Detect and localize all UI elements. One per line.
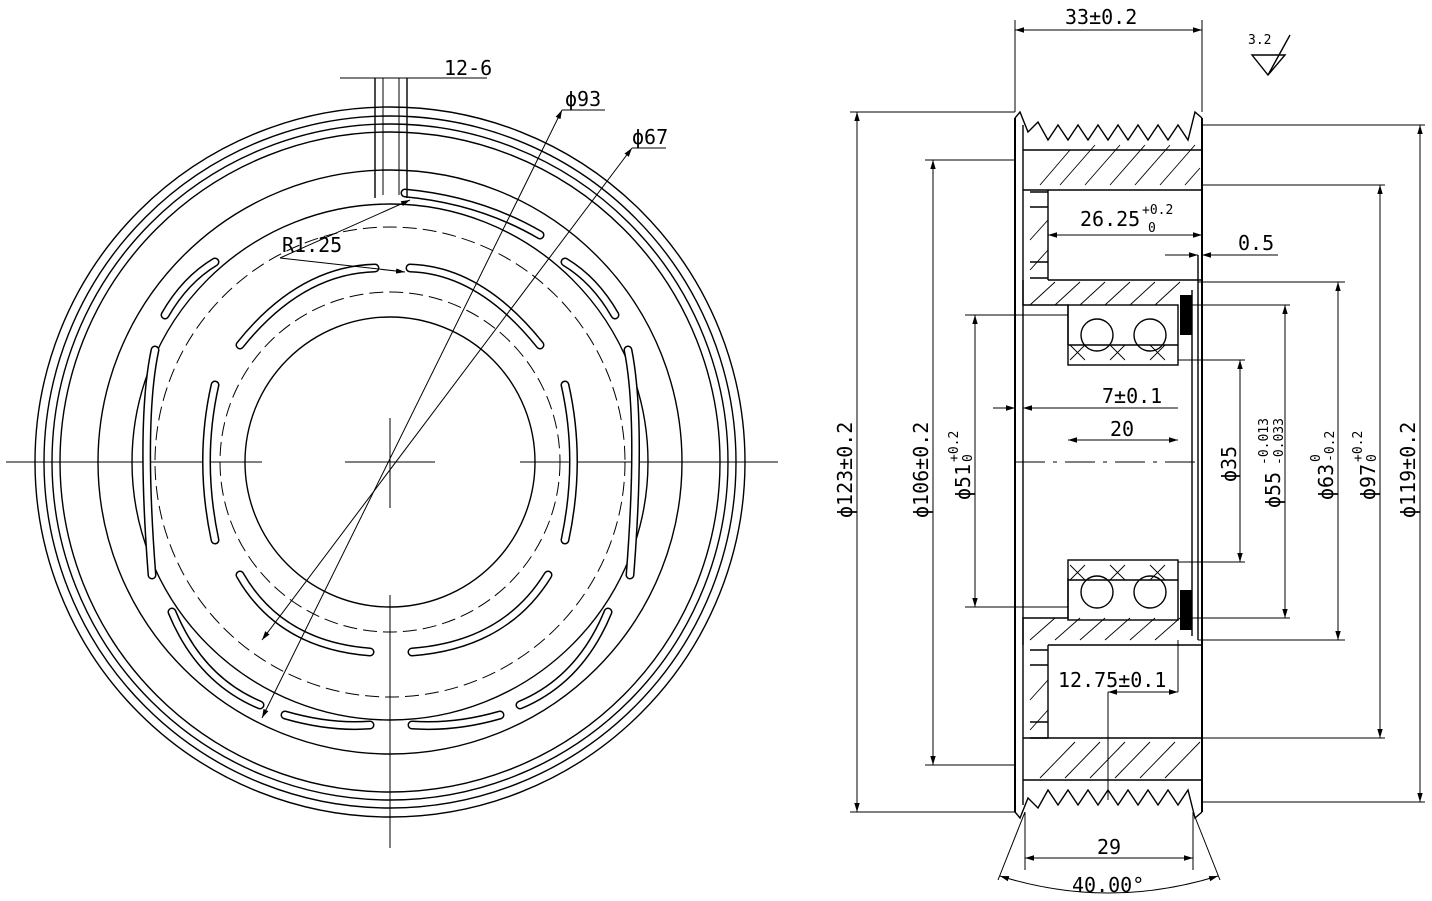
depth-bore-upper: +0.2: [1142, 203, 1173, 218]
radius-label: R1.25: [282, 233, 342, 257]
dia-51-label: ϕ51: [951, 464, 975, 500]
dia-55-label: ϕ55: [1261, 472, 1285, 508]
groove-angle-label: 40.00°: [1072, 873, 1144, 897]
dia-97-label: ϕ97: [1356, 464, 1380, 500]
dia-67-label: ϕ67: [632, 125, 668, 149]
depth-bore-lower: 0: [1148, 221, 1156, 236]
dia-35-label: ϕ35: [1217, 446, 1241, 482]
dia-63-upper: 0: [1309, 454, 1324, 462]
surface-finish-label: 3.2: [1248, 33, 1271, 48]
dia-93-label: ϕ93: [565, 87, 601, 111]
dia-119-label: ϕ119±0.2: [1396, 422, 1420, 518]
dia-106-label: ϕ106±0.2: [909, 422, 933, 518]
offset-small-label: 0.5: [1238, 231, 1274, 255]
dia-123-label: ϕ123±0.2: [833, 422, 857, 518]
groove-width-label: 29: [1097, 835, 1121, 859]
dia-63-lower: -0.2: [1323, 431, 1338, 462]
width-total-label: 33±0.2: [1065, 5, 1137, 29]
depth-bore-label: 26.25: [1080, 207, 1140, 231]
bearing-width-label: 20: [1110, 417, 1134, 441]
dia-51-upper: +0.2: [947, 431, 962, 462]
front-view: 12-6 ϕ93 ϕ67 R1.25: [6, 56, 778, 848]
dia-55-lower: -0.033: [1272, 418, 1287, 465]
dia-63-label: ϕ63: [1314, 464, 1338, 500]
dia-97-lower: 0: [1365, 454, 1380, 462]
section-view: ϕ123±0.2 ϕ106±0.2 ϕ51 +0.2 0 ϕ35 ϕ55 -0.…: [833, 5, 1425, 897]
slot-width-label: 12-6: [444, 56, 492, 80]
outer-rim-circle: [34, 106, 746, 818]
dia-51-lower: 0: [961, 454, 976, 462]
dia-97-upper: +0.2: [1351, 431, 1366, 462]
bearing: [1067, 255, 1199, 640]
outer-slot-ring: [142, 188, 641, 731]
offset-12-label: 12.75±0.1: [1058, 668, 1166, 692]
surface-finish-symbol: [1250, 34, 1291, 77]
dia-55-upper: -0.013: [1257, 418, 1272, 465]
offset-7-label: 7±0.1: [1102, 384, 1162, 408]
